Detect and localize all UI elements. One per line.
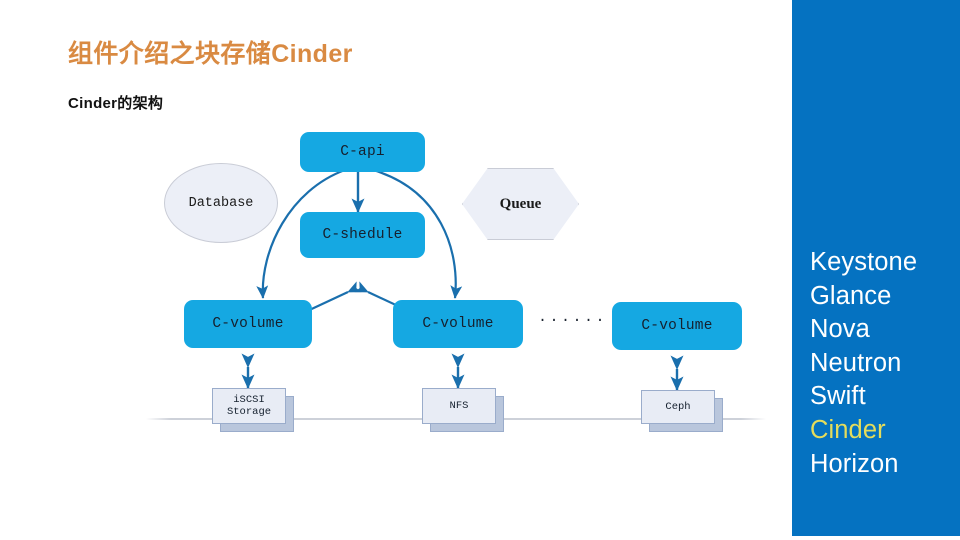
arrow-capi-cvolume1 (256, 168, 346, 299)
ellipsis-separator: ······ (538, 312, 608, 329)
arrow-capi-cvolume2 (372, 168, 463, 299)
cinder-architecture-diagram: Database Queue C-api C-shedule C-volume … (140, 120, 780, 432)
node-c-volume-3-label: C-volume (641, 318, 713, 334)
node-c-volume-3[interactable]: C-volume (612, 302, 742, 350)
service-item-cinder[interactable]: Cinder (810, 415, 886, 444)
ceph-box-face: Ceph (641, 390, 715, 424)
node-iscsi-storage[interactable]: iSCSI Storage (212, 388, 294, 432)
iscsi-box-face: iSCSI Storage (212, 388, 286, 424)
node-c-volume-1-label: C-volume (212, 316, 284, 332)
node-nfs[interactable]: NFS (422, 388, 504, 432)
node-c-shedule-label: C-shedule (322, 227, 403, 243)
node-ceph-label: Ceph (665, 401, 691, 413)
node-c-api[interactable]: C-api (300, 132, 425, 172)
node-c-api-label: C-api (340, 144, 385, 160)
node-c-volume-2[interactable]: C-volume (393, 300, 523, 348)
service-item-keystone[interactable]: Keystone (810, 248, 918, 276)
node-ceph[interactable]: Ceph (641, 390, 723, 432)
node-database[interactable]: Database (164, 163, 278, 243)
service-item-glance[interactable]: Glance (810, 281, 892, 310)
service-item-horizon[interactable]: Horizon (810, 449, 899, 478)
node-nfs-label: NFS (449, 400, 469, 412)
service-item-nova[interactable]: Nova (810, 315, 870, 344)
openstack-service-list: Keystone Glance Nova Neutron Swift Cinde… (810, 246, 960, 481)
node-c-volume-2-label: C-volume (422, 316, 494, 332)
node-iscsi-label-line2: Storage (226, 406, 272, 418)
node-queue-label: Queue (499, 195, 542, 212)
node-c-shedule[interactable]: C-shedule (300, 212, 425, 258)
node-iscsi-label-line1: iSCSI (233, 394, 265, 406)
page-subtitle: Cinder的架构 (68, 95, 164, 112)
service-item-swift[interactable]: Swift (810, 382, 866, 411)
right-sidebar-panel: Keystone Glance Nova Neutron Swift Cinde… (792, 0, 960, 536)
node-database-label: Database (188, 195, 254, 211)
node-queue[interactable]: Queue (462, 168, 579, 240)
service-item-neutron[interactable]: Neutron (810, 348, 902, 377)
nfs-box-face: NFS (422, 388, 496, 424)
page-title: 组件介绍之块存储Cinder (68, 40, 353, 68)
node-c-volume-1[interactable]: C-volume (184, 300, 312, 348)
